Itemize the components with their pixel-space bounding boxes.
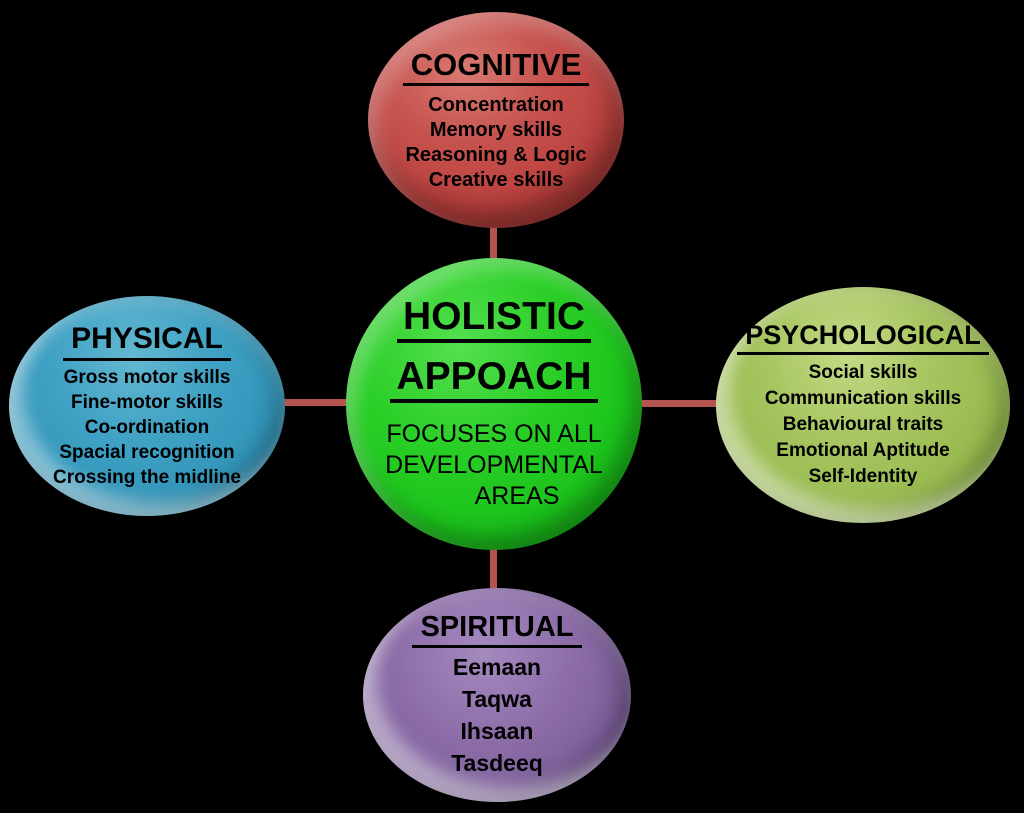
list-item: Co-ordination bbox=[84, 416, 210, 438]
subtitle-line: AREAS bbox=[474, 481, 560, 510]
subtitle-line: DEVELOPMENTAL bbox=[385, 450, 603, 479]
node-holistic-approach: HOLISTIC APPOACH FOCUSES ON ALL DEVELOPM… bbox=[346, 258, 642, 550]
list-item: Tasdeeq bbox=[451, 750, 543, 777]
list-item: Emotional Aptitude bbox=[776, 440, 950, 462]
physical-title: PHYSICAL bbox=[63, 322, 231, 361]
connector-left bbox=[274, 399, 354, 406]
list-item: Eemaan bbox=[452, 654, 542, 681]
psychological-items: Social skills Communication skills Behav… bbox=[765, 360, 961, 490]
node-psychological: PSYCHOLOGICAL Social skills Communicatio… bbox=[716, 287, 1010, 523]
list-item: Gross motor skills bbox=[63, 366, 231, 388]
list-item: Behavioural traits bbox=[782, 414, 944, 436]
spiritual-title: SPIRITUAL bbox=[412, 611, 582, 649]
psychological-title: PSYCHOLOGICAL bbox=[737, 320, 989, 356]
list-item: Creative skills bbox=[428, 169, 564, 192]
connector-top bbox=[490, 222, 497, 266]
list-item: Fine-motor skills bbox=[70, 391, 223, 413]
holistic-title-line-1: HOLISTIC bbox=[397, 297, 591, 343]
cognitive-title: COGNITIVE bbox=[402, 47, 590, 87]
subtitle-line: FOCUSES ON ALL bbox=[386, 419, 602, 448]
list-item: Memory skills bbox=[429, 119, 563, 142]
physical-items: Gross motor skills Fine-motor skills Co-… bbox=[53, 365, 241, 490]
list-item: Taqwa bbox=[462, 686, 532, 713]
node-cognitive: COGNITIVE Concentration Memory skills Re… bbox=[368, 12, 624, 228]
list-item: Communication skills bbox=[764, 388, 962, 410]
node-spiritual: SPIRITUAL Eemaan Taqwa Ihsaan Tasdeeq bbox=[363, 588, 631, 802]
connector-right bbox=[632, 400, 726, 407]
list-item: Ihsaan bbox=[460, 718, 534, 745]
list-item: Reasoning & Logic bbox=[405, 144, 587, 167]
cognitive-items: Concentration Memory skills Reasoning & … bbox=[405, 93, 586, 193]
node-physical: PHYSICAL Gross motor skills Fine-motor s… bbox=[9, 296, 285, 516]
list-item: Spacial recognition bbox=[59, 441, 235, 463]
spiritual-items: Eemaan Taqwa Ihsaan Tasdeeq bbox=[451, 651, 543, 779]
list-item: Self-Identity bbox=[808, 466, 918, 488]
list-item: Crossing the midline bbox=[53, 466, 241, 488]
connector-bottom bbox=[490, 542, 497, 594]
holistic-subtitle: FOCUSES ON ALL DEVELOPMENTAL AREAS bbox=[385, 419, 603, 512]
holistic-title-line-2: APPOACH bbox=[390, 357, 598, 403]
list-item: Concentration bbox=[428, 94, 564, 117]
list-item: Social skills bbox=[808, 362, 918, 384]
